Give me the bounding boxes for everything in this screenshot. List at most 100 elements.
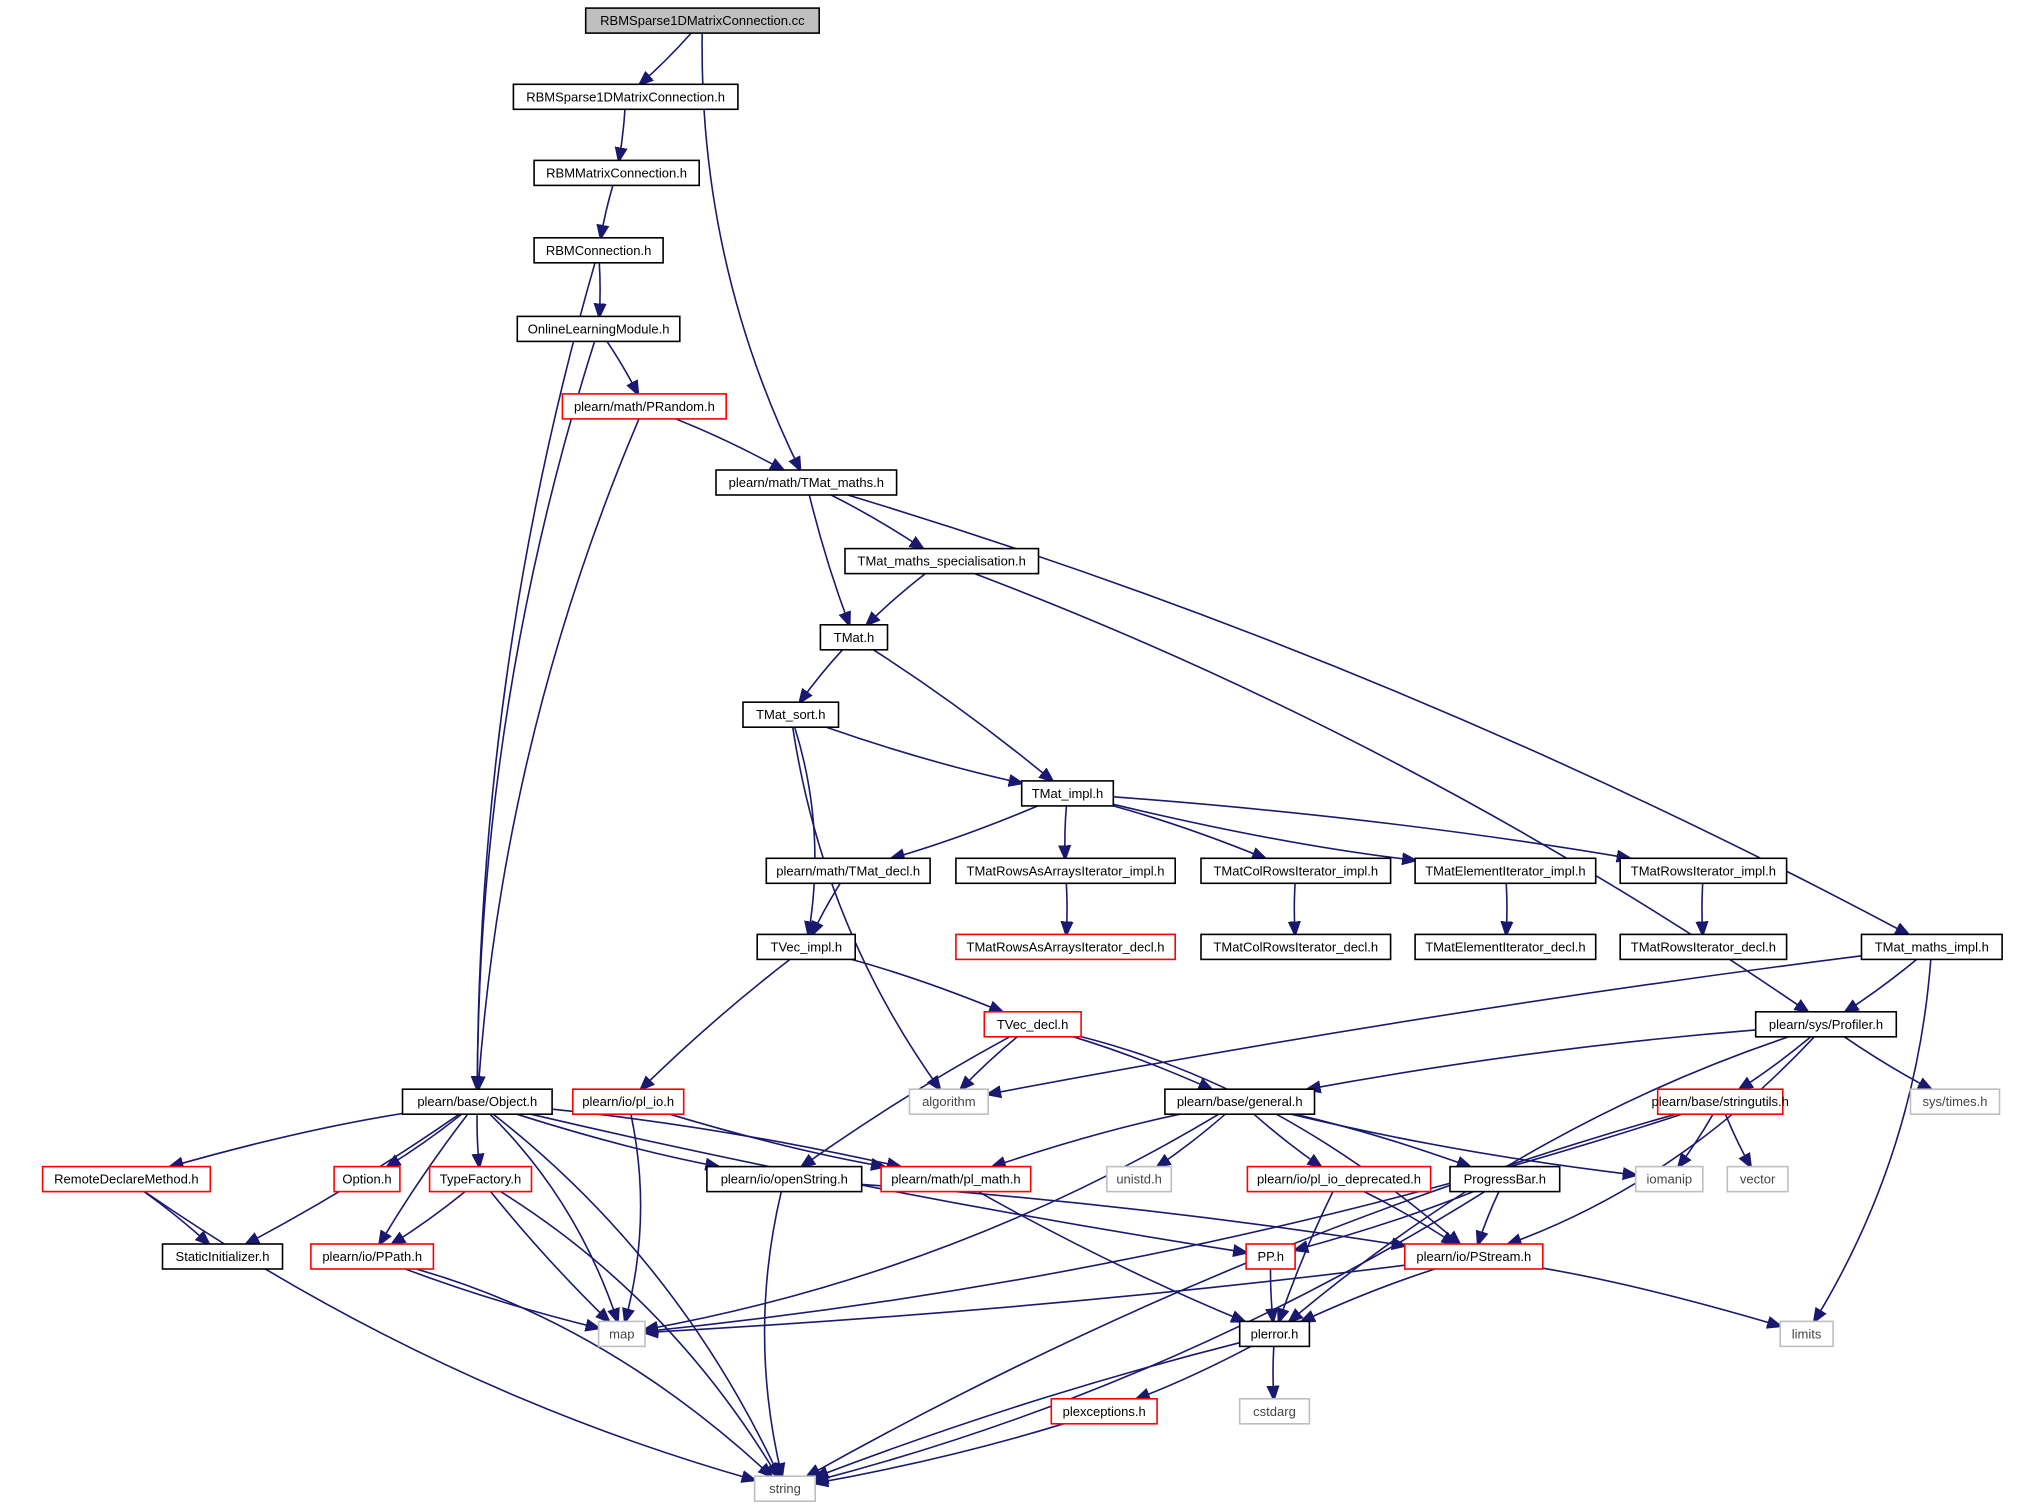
node-plearn-io-openstring-h[interactable]: plearn/io/openString.h [706, 1165, 863, 1193]
edge-n32-to-n41 [392, 1190, 466, 1244]
node-plearn-sys-profiler-h[interactable]: plearn/sys/Profiler.h [1754, 1010, 1898, 1038]
node-algorithm[interactable]: algorithm [908, 1088, 989, 1115]
node-remotedeclaremethod-h[interactable]: RemoteDeclareMethod.h [41, 1165, 212, 1193]
node-tmatrowsiterator-impl-h[interactable]: TMatRowsIterator_impl.h [1619, 857, 1788, 885]
node-map[interactable]: map [597, 1320, 646, 1348]
node-box [1238, 1320, 1311, 1348]
node-plearn-math-pl-math-h[interactable]: plearn/math/pl_math.h [880, 1165, 1032, 1193]
node-plearn-math-tmat-decl-h[interactable]: plearn/math/TMat_decl.h [765, 857, 931, 885]
node-plearn-math-prandom-h[interactable]: plearn/math/PRandom.h [561, 393, 728, 420]
node-label: cstdarg [1253, 1404, 1296, 1419]
node-plerror-h[interactable]: plerror.h [1238, 1320, 1311, 1348]
edge-n9-to-n16 [793, 726, 815, 934]
edge-root-to-n1 [640, 32, 692, 84]
node-label: OnlineLearningModule.h [528, 321, 670, 336]
node-label: TMatRowsAsArraysIterator_impl.h [967, 863, 1165, 878]
edge-n24-to-n30 [170, 1112, 403, 1167]
node-plearn-base-object-h[interactable]: plearn/base/Object.h [401, 1088, 553, 1115]
node-string[interactable]: string [753, 1475, 816, 1502]
node-plearn-math-tmat-maths-h[interactable]: plearn/math/TMat_maths.h [715, 469, 898, 496]
node-label: TVec_impl.h [771, 939, 843, 954]
node-tmat-maths-specialisation-h[interactable]: TMat_maths_specialisation.h [844, 547, 1040, 575]
node-label: plearn/math/TMat_maths.h [729, 475, 884, 490]
node-option-h[interactable]: Option.h [333, 1165, 401, 1193]
node-box [706, 1165, 863, 1193]
node-label: plearn/io/pl_io.h [582, 1094, 674, 1109]
edge-n28-to-n39 [1724, 1113, 1750, 1166]
edge-n32-to-n49 [500, 1190, 778, 1477]
edge-n41-to-n49 [415, 1268, 771, 1476]
edge-n43-to-n45 [1302, 1268, 1436, 1321]
edge-n8-to-n9 [800, 649, 844, 702]
edge-n6-to-n7 [830, 494, 923, 549]
node-tmatrowsiterator-decl-h[interactable]: TMatRowsIterator_decl.h [1619, 933, 1788, 961]
node-rbmconnection-h[interactable]: RBMConnection.h [533, 237, 664, 264]
node-tmatrowsasarraysiterator-impl-h[interactable]: TMatRowsAsArraysIterator_impl.h [955, 857, 1177, 885]
node-tmatelementiterator-decl-h[interactable]: TMatElementIterator_decl.h [1414, 933, 1597, 961]
node-plexceptions-h[interactable]: plexceptions.h [1050, 1398, 1158, 1425]
edge-n23-to-n27 [1308, 1029, 1756, 1089]
edge-n33-to-n49 [763, 1191, 782, 1477]
node-plearn-io-pstream-h[interactable]: plearn/io/PStream.h [1404, 1243, 1544, 1270]
node-label: unistd.h [1116, 1172, 1162, 1187]
node-pp-h[interactable]: PP.h [1245, 1243, 1296, 1270]
node-layer: RBMSparse1DMatrixConnection.ccRBMSparse1… [41, 7, 2003, 1502]
node-plearn-io-pl-io-h[interactable]: plearn/io/pl_io.h [571, 1088, 685, 1115]
edge-n36-to-n45 [1279, 1191, 1334, 1322]
node-unistd-h[interactable]: unistd.h [1106, 1165, 1173, 1193]
node-tmat-sort-h[interactable]: TMat_sort.h [742, 701, 840, 729]
node-plearn-io-pl-io-deprecated-h[interactable]: plearn/io/pl_io_deprecated.h [1246, 1165, 1432, 1193]
node-tmatcolrowsiterator-decl-h[interactable]: TMatColRowsIterator_decl.h [1200, 933, 1392, 961]
node-tmatrowsasarraysiterator-decl-h[interactable]: TMatRowsAsArraysIterator_decl.h [955, 933, 1177, 961]
node-label: plearn/io/openString.h [721, 1172, 848, 1187]
node-cstdarg[interactable]: cstdarg [1238, 1398, 1311, 1425]
node-typefactory-h[interactable]: TypeFactory.h [428, 1165, 533, 1193]
node-box [1414, 933, 1597, 961]
node-tmat-maths-impl-h[interactable]: TMat_maths_impl.h [1860, 933, 2003, 961]
edge-n12-to-n17 [1066, 883, 1067, 934]
node-rbmsparse1dmatrixconnection-cc[interactable]: RBMSparse1DMatrixConnection.cc [584, 7, 821, 34]
node-box [1245, 1243, 1296, 1270]
node-progressbar-h[interactable]: ProgressBar.h [1449, 1165, 1561, 1193]
node-label: RemoteDeclareMethod.h [54, 1172, 199, 1187]
node-tmatcolrowsiterator-impl-h[interactable]: TMatColRowsIterator_impl.h [1200, 857, 1392, 885]
node-limits[interactable]: limits [1779, 1320, 1834, 1348]
node-tmat-h[interactable]: TMat.h [819, 623, 889, 651]
node-plearn-base-general-h[interactable]: plearn/base/general.h [1164, 1088, 1316, 1115]
node-staticinitializer-h[interactable]: StaticInitializer.h [161, 1243, 284, 1270]
node-box [571, 1088, 685, 1115]
edge-n10-to-n13 [1112, 805, 1265, 858]
node-box [1779, 1320, 1834, 1348]
node-label: TMatElementIterator_impl.h [1425, 863, 1585, 878]
node-tmatelementiterator-impl-h[interactable]: TMatElementIterator_impl.h [1414, 857, 1597, 885]
node-tvec-decl-h[interactable]: TVec_decl.h [983, 1010, 1082, 1038]
edge-n6-to-n21 [847, 494, 1909, 934]
node-tmat-impl-h[interactable]: TMat_impl.h [1020, 780, 1115, 807]
node-sys-times-h[interactable]: sys/times.h [1909, 1088, 2001, 1115]
edge-n11-to-n16 [812, 882, 841, 934]
node-plearn-base-stringutils-h[interactable]: plearn/base/stringutils.h [1652, 1088, 1789, 1115]
node-label: TypeFactory.h [440, 1172, 521, 1187]
node-rbmmatrixconnection-h[interactable]: RBMMatrixConnection.h [533, 159, 700, 187]
node-iomanip[interactable]: iomanip [1634, 1165, 1704, 1193]
edge-n24-to-n41 [380, 1113, 469, 1244]
node-box [1754, 1010, 1898, 1038]
node-box [561, 393, 728, 420]
edge-n37-to-n43 [1478, 1191, 1500, 1244]
edge-n9-to-n10 [826, 726, 1021, 783]
node-tvec-impl-h[interactable]: TVec_impl.h [756, 933, 857, 961]
edge-n48-to-n49 [815, 1423, 1064, 1483]
node-onlinelearningmodule-h[interactable]: OnlineLearningModule.h [516, 315, 681, 343]
node-label: string [769, 1481, 801, 1496]
node-box [1619, 933, 1788, 961]
node-box [715, 469, 898, 496]
node-box [1200, 933, 1392, 961]
node-label: StaticInitializer.h [176, 1249, 270, 1264]
node-box [1164, 1088, 1316, 1115]
node-rbmsparse1dmatrixconnection-h[interactable]: RBMSparse1DMatrixConnection.h [512, 83, 739, 111]
node-vector[interactable]: vector [1726, 1165, 1789, 1193]
edge-n24-to-n32 [477, 1114, 479, 1166]
node-box [753, 1475, 816, 1502]
node-plearn-io-ppath-h[interactable]: plearn/io/PPath.h [310, 1243, 435, 1270]
edge-n24-to-n42 [530, 1113, 1246, 1252]
